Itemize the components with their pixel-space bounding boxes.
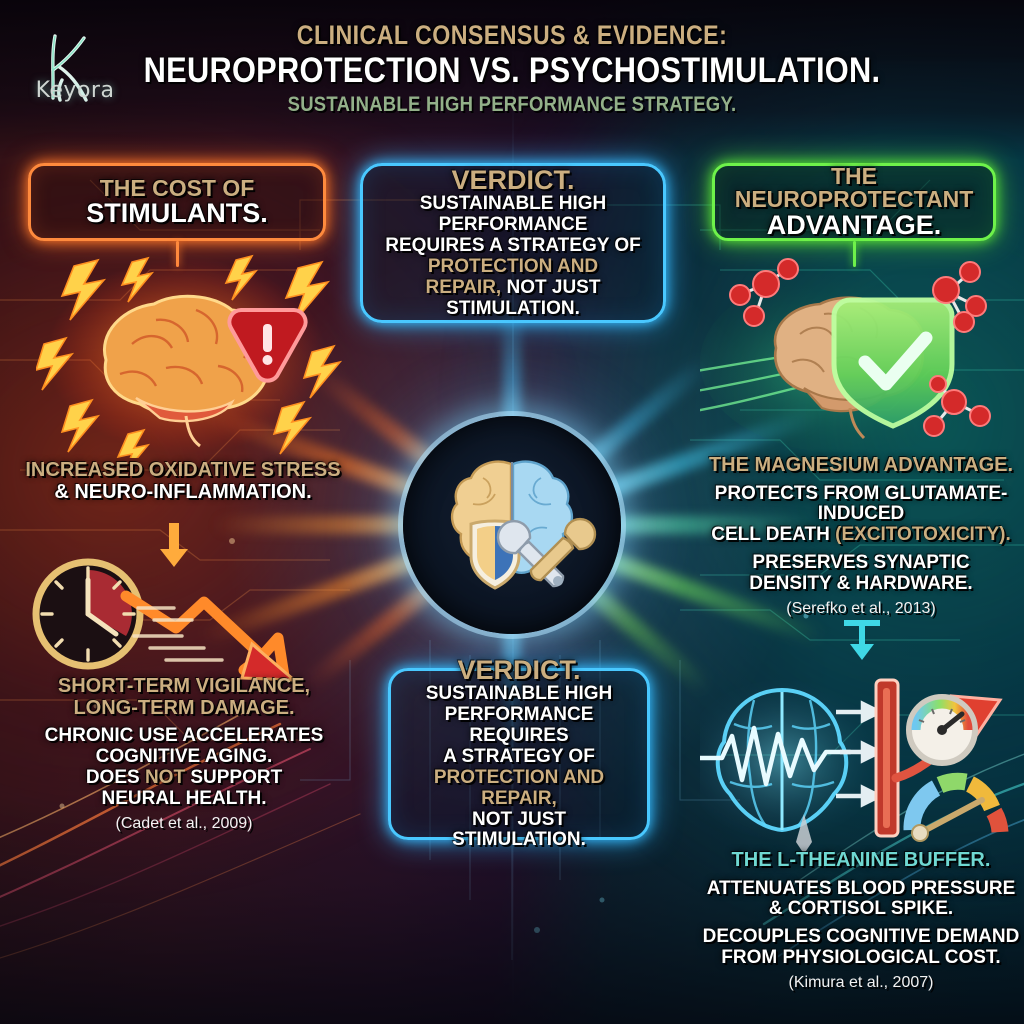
verdict-bottom-l4b: NOT JUST STIMULATION.	[452, 808, 586, 851]
page-title: CLINICAL CONSENSUS & EVIDENCE: NEUROPROT…	[0, 20, 1024, 117]
illustration-theanine-buffer	[700, 678, 1009, 852]
panel-left-line2: STIMULANTS.	[86, 197, 268, 228]
gauge-icon	[906, 694, 978, 766]
verdict-bottom-l1: SUSTAINABLE HIGH	[425, 683, 613, 705]
text-block-theanine: THE L-THEANINE BUFFER. ATTENUATES BLOOD …	[700, 849, 1022, 992]
panel-verdict-bottom[interactable]: VERDICT. SUSTAINABLE HIGH PERFORMANCE RE…	[388, 656, 650, 850]
arrow-right-icon	[836, 700, 885, 808]
arrow-down-icon-right	[844, 620, 880, 660]
magnesium-body-l2: CELL DEATH (EXCITOTOXICITY).	[700, 524, 1022, 546]
magnesium-citation: (Serefko et al., 2013)	[786, 600, 936, 618]
panel-verdict-top[interactable]: VERDICT. SUSTAINABLE HIGH PERFORMANCE RE…	[360, 163, 666, 323]
verdict-top-title: VERDICT.	[451, 164, 575, 195]
verdict-top-l3a: PROTECTION AND	[427, 255, 599, 277]
magnesium-body-l2b: (EXCITOTOXICITY).	[835, 524, 1011, 546]
verdict-top-l3: PROTECTION AND	[427, 255, 599, 278]
central-hub[interactable]	[403, 416, 621, 634]
background-bottom-vignette	[0, 794, 1024, 1024]
clock-icon	[32, 558, 144, 670]
barrier-bar-icon	[874, 678, 900, 838]
title-heading: NEUROPROTECTION VS. PSYCHOSTIMULATION.	[143, 50, 881, 90]
verdict-top-l3b: REPAIR,	[425, 276, 502, 298]
theanine-body-l2: & CORTISOL SPIKE.	[768, 898, 954, 920]
connector-right	[853, 241, 856, 267]
background-top-vignette	[0, 0, 1024, 160]
text-block-short-term-vigilance: SHORT-TERM VIGILANCE, LONG-TERM DAMAGE. …	[24, 675, 344, 833]
panel-right-line1: THE NEUROPROTECTANT	[734, 162, 974, 213]
illustration-protected-brain	[700, 258, 1000, 452]
shield-check-icon	[831, 297, 955, 429]
verdict-bottom-l3: A STRATEGY OF	[443, 745, 595, 767]
vigilance-body-l3c: SUPPORT	[185, 766, 283, 788]
vigilance-head-l1: SHORT-TERM VIGILANCE,	[57, 675, 311, 697]
brand-name: Keyora	[35, 78, 115, 103]
title-kicker: CLINICAL CONSENSUS & EVIDENCE:	[296, 20, 728, 50]
sparkle-icon	[796, 814, 812, 852]
brand-logo-icon	[51, 34, 88, 102]
title-subtitle: SUSTAINABLE HIGH PERFORMANCE STRATEGY.	[287, 93, 737, 117]
connector-left	[176, 241, 179, 267]
lightning-bolt-icon	[36, 254, 343, 458]
illustration-overstimulated-brain	[36, 254, 343, 458]
panel-cost-of-stimulants[interactable]: THE COST OF STIMULANTS.	[28, 163, 326, 241]
hub-graphic	[450, 460, 597, 590]
theanine-body-l4: FROM PHYSIOLOGICAL COST.	[721, 947, 1001, 969]
vigilance-body-l3b: NOT	[144, 766, 186, 788]
vigilance-body-l3a: DOES	[85, 766, 145, 788]
magnesium-body-l2a: CELL DEATH	[711, 524, 836, 546]
molecule-icon	[729, 258, 991, 437]
arrow-down-icon-left	[160, 523, 188, 567]
oxidative-head-l1: INCREASED OXIDATIVE STRESS	[25, 459, 341, 481]
gauge-icon-secondary	[903, 772, 1009, 842]
theanine-head: THE L-THEANINE BUFFER.	[731, 849, 991, 871]
verdict-top-l3c: NOT JUST	[501, 276, 601, 298]
theanine-body-l3: DECOUPLES COGNITIVE DEMAND	[702, 926, 1020, 948]
verdict-top-l2: REQUIRES A STRATEGY OF	[385, 234, 641, 256]
brain-waveform-icon	[700, 687, 853, 833]
panel-neuroprotectant-advantage[interactable]: THE NEUROPROTECTANT ADVANTAGE.	[712, 163, 996, 241]
magnesium-body-l3: PRESERVES SYNAPTIC	[752, 552, 970, 574]
illustration-clock-decline	[32, 558, 299, 682]
verdict-bottom-l4a: PROTECTION AND REPAIR,	[433, 766, 605, 809]
theanine-citation: (Kimura et al., 2007)	[788, 974, 934, 992]
oxidative-head-l2: & NEURO-INFLAMMATION.	[54, 480, 312, 503]
vigilance-body-l3: DOES NOT SUPPORT	[24, 766, 344, 789]
magnesium-head: THE MAGNESIUM ADVANTAGE.	[708, 454, 1014, 476]
text-block-oxidative-stress: INCREASED OXIDATIVE STRESS & NEURO-INFLA…	[18, 459, 348, 503]
verdict-bottom-l2: PERFORMANCE REQUIRES	[444, 704, 594, 746]
panel-left-line1: THE COST OF	[99, 174, 255, 201]
speed-lines	[132, 606, 224, 662]
vigilance-citation: (Cadet et al., 2009)	[115, 814, 253, 832]
warning-triangle-icon	[227, 308, 308, 383]
panel-right-line2: ADVANTAGE.	[766, 209, 942, 240]
verdict-top-l3-cont: REPAIR, NOT JUST	[425, 276, 601, 299]
vigilance-body-l4: NEURAL HEALTH.	[101, 787, 267, 809]
theanine-body-l1: ATTENUATES BLOOD PRESSURE	[706, 877, 1016, 899]
text-block-magnesium: THE MAGNESIUM ADVANTAGE. PROTECTS FROM G…	[700, 454, 1022, 618]
verdict-top-l4: STIMULATION.	[446, 297, 580, 319]
vigilance-body-l1: CHRONIC USE ACCELERATES	[44, 725, 324, 747]
vigilance-head-l2: LONG-TERM DAMAGE.	[73, 696, 295, 719]
vigilance-body-l2: COGNITIVE AGING.	[95, 746, 273, 768]
wrench-icon	[496, 517, 597, 588]
verdict-top-l1: SUSTAINABLE HIGH PERFORMANCE	[419, 193, 607, 235]
declining-arrow-icon	[120, 590, 299, 682]
magnesium-body-l4: DENSITY & HARDWARE.	[749, 573, 973, 595]
magnesium-body-l1: PROTECTS FROM GLUTAMATE-INDUCED	[714, 482, 1008, 525]
verdict-bottom-title: VERDICT.	[457, 654, 581, 685]
